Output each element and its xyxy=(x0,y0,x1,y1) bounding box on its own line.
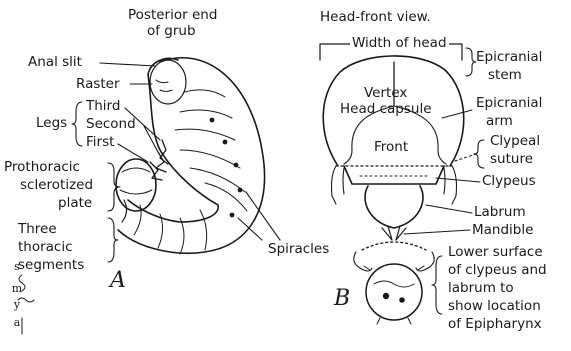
label-mandible: Mandible xyxy=(472,223,533,238)
figure-letter-b: B xyxy=(334,286,350,311)
label-epicranial-stem-line1: Epicranial xyxy=(476,50,542,65)
label-lower-surface-line3: labrum to xyxy=(448,281,514,296)
label-prothoracic-line1: Prothoracic xyxy=(4,160,80,175)
label-prothoracic-line2: sclerotized xyxy=(20,178,93,193)
label-thoracic-line2: thoracic xyxy=(18,240,73,255)
label-lower-surface-line2: of clypeus and xyxy=(448,263,547,278)
label-second-leg: Second xyxy=(86,117,136,132)
label-vertex: Vertex xyxy=(364,86,407,101)
signature-letter-4: a xyxy=(10,318,24,327)
label-head-capsule: Head capsule xyxy=(340,102,432,117)
label-epicranial-stem-line2: stem xyxy=(488,68,522,83)
label-width-of-head: Width of head xyxy=(350,36,449,51)
signature-letter-2: m xyxy=(10,284,24,293)
label-lower-surface-line1: Lower surface xyxy=(448,245,543,260)
signature-letter-1: s xyxy=(10,262,24,271)
label-labrum: Labrum xyxy=(474,205,526,220)
label-clypeal-suture-line1: Clypeal xyxy=(490,134,540,149)
label-epicranial-arm-line2: arm xyxy=(486,114,513,129)
label-raster: Raster xyxy=(76,77,120,92)
label-lower-surface-line4: show location xyxy=(448,299,541,314)
figure-letter-a: A xyxy=(110,268,126,293)
grub-title-line2: of grub xyxy=(147,24,196,39)
label-spiracles: Spiracles xyxy=(268,242,329,257)
label-thoracic-line3: segments xyxy=(18,258,84,273)
grub-leaders xyxy=(72,63,280,262)
label-prothoracic-line3: plate xyxy=(58,196,92,211)
grub-title-line1: Posterior end xyxy=(128,8,217,23)
label-first-leg: First xyxy=(86,135,114,150)
label-legs: Legs xyxy=(36,116,67,131)
label-lower-surface-line5: of Epipharynx xyxy=(448,317,542,332)
label-clypeus: Clypeus xyxy=(482,174,536,189)
label-front: Front xyxy=(374,140,408,155)
signature-letter-3: y xyxy=(10,300,24,309)
head-title: Head-front view. xyxy=(320,10,431,25)
label-third-leg: Third xyxy=(86,99,120,114)
label-anal-slit: Anal slit xyxy=(28,55,82,70)
label-clypeal-suture-line2: suture xyxy=(490,152,533,167)
label-epicranial-arm-line1: Epicranial xyxy=(476,96,542,111)
label-thoracic-line1: Three xyxy=(18,222,57,237)
